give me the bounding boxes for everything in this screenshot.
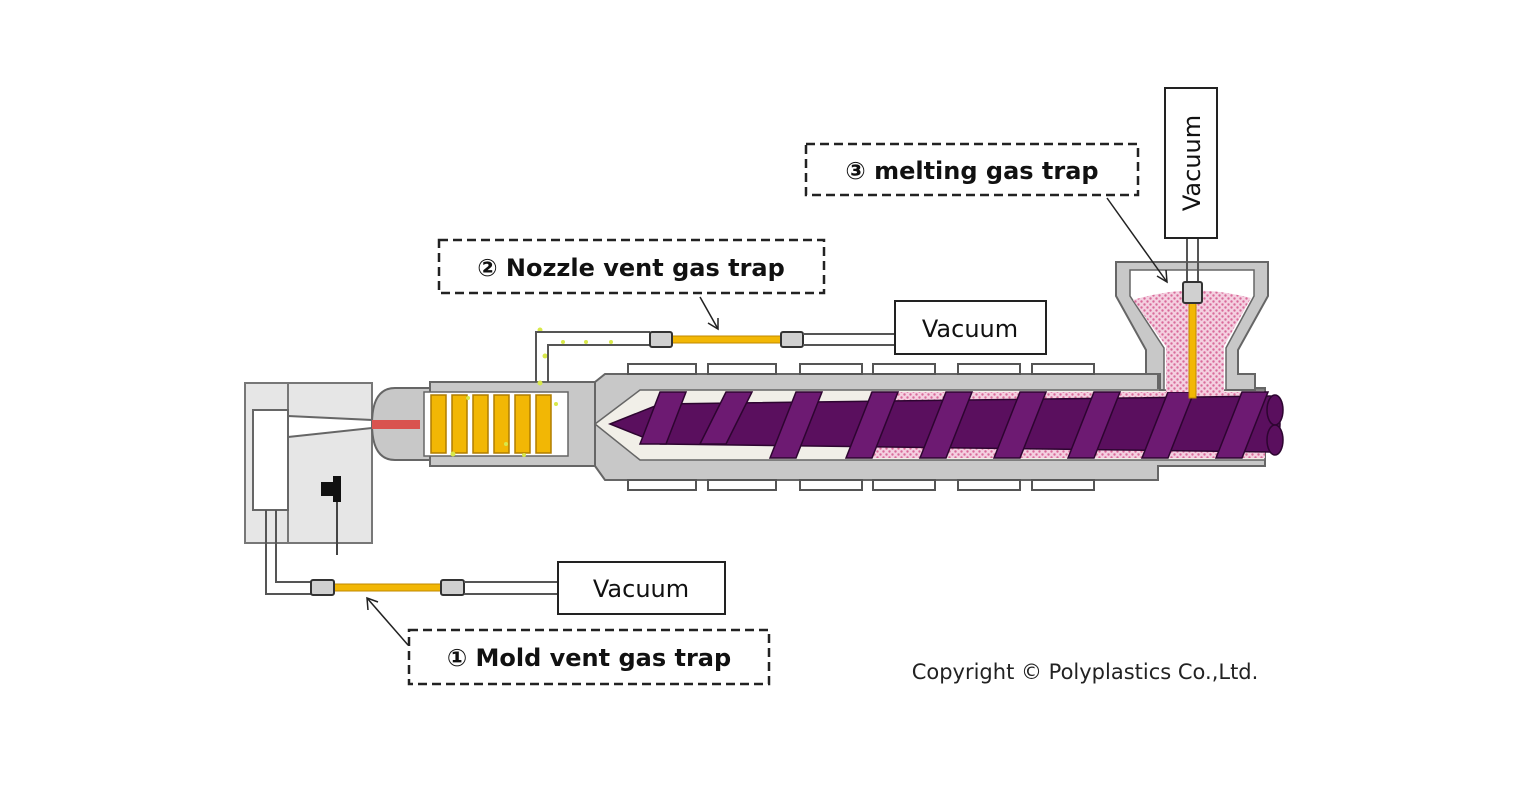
screw-flights	[638, 391, 1270, 459]
label-box-mold-trap: ① Mold vent gas trap	[407, 628, 771, 686]
melting-trap-label: ③ melting gas trap	[845, 157, 1098, 185]
mold	[244, 382, 373, 555]
arrow-melting-trap	[1106, 197, 1168, 283]
mold-vent-block	[252, 409, 289, 511]
nozzle-vent-pipe-outer	[535, 331, 650, 382]
nozzle-filter-plate-6	[535, 394, 552, 454]
hopper-trap-fitting	[1182, 281, 1203, 304]
vacuum-label-nozzle: Vacuum	[922, 315, 1018, 343]
screw	[607, 391, 1284, 459]
nozzle-vent-piping	[535, 331, 895, 382]
heater-bands-top	[627, 363, 1095, 375]
heater-bands-bottom	[627, 479, 1095, 491]
screw-end-top	[1266, 394, 1284, 426]
nozzle-filter-plate-5	[514, 394, 531, 454]
nozzle-trap-filter	[671, 335, 783, 344]
mold-vent-piping	[265, 510, 558, 596]
screw-end-bottom	[1266, 424, 1284, 456]
nozzle-trap-fitting-left	[649, 331, 673, 348]
nozzle-filter-plate-3	[472, 394, 489, 454]
label-box-nozzle-trap: ② Nozzle vent gas trap	[437, 238, 826, 295]
nozzle-filter-plate-2	[451, 394, 468, 454]
arrow-nozzle-trap	[699, 296, 719, 330]
pointer-arrows	[366, 197, 1168, 646]
mold-ejector-stub	[333, 476, 341, 502]
vacuum-label-mold: Vacuum	[593, 575, 689, 603]
label-box-melting-trap: ③ melting gas trap	[804, 142, 1140, 197]
copyright-text: Copyright © Polyplastics Co.,Ltd.	[912, 660, 1259, 684]
vacuum-box-nozzle: Vacuum	[894, 300, 1047, 355]
mold-trap-fitting-left	[310, 579, 335, 596]
mold-trap-label: ① Mold vent gas trap	[447, 644, 731, 672]
nozzle-vent-filters	[430, 394, 552, 454]
vacuum-box-hopper: Vacuum	[1164, 87, 1218, 239]
nozzle	[370, 327, 613, 467]
hopper-trap-filter	[1188, 299, 1197, 399]
nozzle-filter-plate-1	[430, 394, 447, 454]
nozzle-filter-plate-4	[493, 394, 510, 454]
mold-trap-filter	[333, 583, 443, 592]
hopper	[1115, 238, 1269, 399]
arrow-mold-trap	[366, 597, 409, 646]
nozzle-gas-dots	[450, 327, 613, 457]
nozzle-trap-label: ② Nozzle vent gas trap	[477, 254, 785, 282]
melt-channel	[372, 420, 420, 429]
mold-vent-pipe-inner	[275, 510, 312, 583]
mold-vent-pipe	[265, 510, 312, 595]
vacuum-box-mold: Vacuum	[557, 561, 726, 615]
nozzle-vent-pipe-inner	[547, 344, 650, 382]
mold-trap-fitting-right	[440, 579, 465, 596]
nozzle-trap-fitting-right	[780, 331, 804, 348]
vacuum-label-hopper: Vacuum	[1178, 115, 1206, 211]
